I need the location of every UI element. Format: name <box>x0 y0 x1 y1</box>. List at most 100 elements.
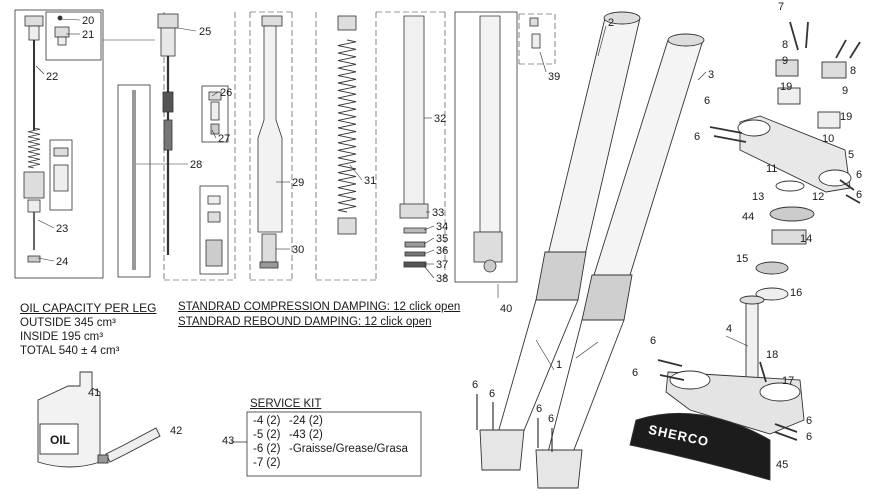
damper-rod-group <box>103 12 236 281</box>
part-callout-6: 6 <box>806 431 812 443</box>
compression-damping-note: STANDRAD COMPRESSION DAMPING: 12 click o… <box>178 301 461 313</box>
part-callout-36: 36 <box>436 245 448 257</box>
part-callout-24: 24 <box>56 256 68 268</box>
service-kit-item: -4 (2) <box>253 415 281 427</box>
part-callout-17: 17 <box>782 375 794 387</box>
part-callout-4: 4 <box>726 323 732 335</box>
part-callout-1: 1 <box>556 359 562 371</box>
part-callout-40: 40 <box>500 303 512 315</box>
part-callout-8: 8 <box>850 65 856 77</box>
fork-tube-group <box>249 11 293 281</box>
part-callout-43: 43 <box>222 435 234 447</box>
part-callout-30: 30 <box>292 244 304 256</box>
rebound-damping-note: STANDRAD REBOUND DAMPING: 12 click open <box>178 316 432 328</box>
part-callout-44: 44 <box>742 211 754 223</box>
part-callout-6: 6 <box>472 379 478 391</box>
outer-tube-group <box>376 11 518 283</box>
leader-line <box>423 225 435 231</box>
part-callout-5: 5 <box>848 149 854 161</box>
grease-tube <box>97 427 161 464</box>
leader-line <box>59 18 81 21</box>
part-callout-9: 9 <box>782 55 788 67</box>
leader-line <box>37 257 55 262</box>
part-callout-41: 41 <box>88 387 100 399</box>
leader-line <box>539 51 547 73</box>
leader-line <box>697 71 707 81</box>
leader-line <box>575 341 599 359</box>
part-callout-13: 13 <box>752 191 764 203</box>
part-callout-10: 10 <box>822 133 834 145</box>
part-callout-39: 39 <box>548 71 560 83</box>
part-callout-6: 6 <box>704 95 710 107</box>
part-callout-18: 18 <box>766 349 778 361</box>
leader-line <box>35 65 45 75</box>
fork-bolts <box>476 394 553 452</box>
part-callout-42: 42 <box>170 425 182 437</box>
part-callout-3: 3 <box>708 69 714 81</box>
part-callout-19: 19 <box>780 81 792 93</box>
oil-capacity-title: OIL CAPACITY PER LEG <box>20 301 157 315</box>
leader-line <box>177 27 197 32</box>
part-callout-6: 6 <box>632 367 638 379</box>
part-callout-6: 6 <box>536 403 542 415</box>
leader-line <box>423 265 435 279</box>
oil-bottle <box>37 371 101 468</box>
oil-capacity-outside: OUTSIDE 345 cm³ <box>20 317 116 329</box>
part-callout-37: 37 <box>436 259 448 271</box>
service-kit-item: -43 (2) <box>289 429 323 441</box>
service-kit-item: -5 (2) <box>253 429 281 441</box>
part-callout-33: 33 <box>432 207 444 219</box>
service-kit-box <box>231 411 422 477</box>
service-kit-item: -Graisse/Grease/Grasa <box>289 443 408 455</box>
fork-spring-group <box>315 12 377 281</box>
part-callout-31: 31 <box>364 175 376 187</box>
part-callout-45: 45 <box>776 459 788 471</box>
service-kit-item: -7 (2) <box>253 457 281 469</box>
service-kit-item: -6 (2) <box>253 443 281 455</box>
part-callout-9: 9 <box>842 85 848 97</box>
part-callout-11: 11 <box>766 163 777 175</box>
part-callout-26: 26 <box>220 87 232 99</box>
part-callout-23: 23 <box>56 223 68 235</box>
service-kit-title: SERVICE KIT <box>250 398 322 410</box>
leader-line <box>535 339 555 371</box>
oil-bottle-label: OIL <box>50 433 70 447</box>
part-callout-25: 25 <box>199 26 211 38</box>
leader-line <box>423 237 435 245</box>
part-callout-6: 6 <box>548 413 554 425</box>
part-callout-2: 2 <box>608 17 614 29</box>
part-callout-6: 6 <box>694 131 700 143</box>
oil-capacity-total: TOTAL 540 ± 4 cm³ <box>20 345 120 357</box>
leader-line <box>211 129 217 139</box>
triple-clamp-assembly <box>629 21 861 481</box>
part-callout-27: 27 <box>218 133 230 145</box>
leader-line <box>725 335 749 347</box>
service-kit-item: -24 (2) <box>289 415 323 427</box>
part-callout-6: 6 <box>856 169 862 181</box>
part-callout-20: 20 <box>82 15 94 27</box>
part-callout-7: 7 <box>778 1 784 13</box>
part-callout-12: 12 <box>812 191 824 203</box>
part-callout-14: 14 <box>800 233 812 245</box>
part-callout-38: 38 <box>436 273 448 285</box>
part-callout-6: 6 <box>650 335 656 347</box>
part-callout-28: 28 <box>190 159 202 171</box>
part-callout-35: 35 <box>436 233 448 245</box>
leader-line <box>423 249 435 255</box>
part-callout-6: 6 <box>489 388 495 400</box>
part-callout-22: 22 <box>46 71 58 83</box>
cartridge-assembly <box>14 9 104 279</box>
part-callout-6: 6 <box>856 189 862 201</box>
part-callout-29: 29 <box>292 177 304 189</box>
part-callout-19: 19 <box>840 111 852 123</box>
part-callout-34: 34 <box>436 221 448 233</box>
part-callout-32: 32 <box>434 113 446 125</box>
callout-layer: 2021222324252627282930313233343536373839… <box>46 1 862 471</box>
part-callout-16: 16 <box>790 287 802 299</box>
assembled-forks <box>479 11 705 489</box>
oil-capacity-inside: INSIDE 195 cm³ <box>20 331 104 343</box>
callout-leaders <box>35 18 749 371</box>
part-callout-8: 8 <box>782 39 788 51</box>
